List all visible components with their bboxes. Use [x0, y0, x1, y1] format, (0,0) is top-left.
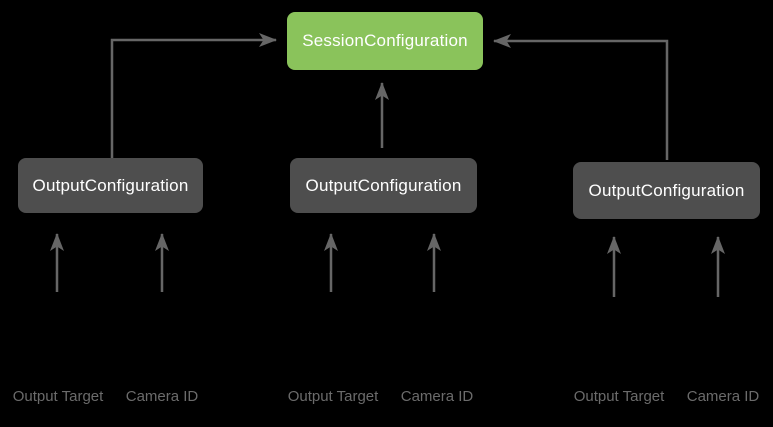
- camera-id-label-3: Camera ID: [686, 388, 760, 405]
- output-target-label-3: Output Target: [573, 388, 665, 405]
- output-configuration-node-2: OutputConfiguration: [290, 158, 477, 213]
- arrow-output3-to-session: [493, 34, 669, 160]
- arrow-output1-to-session: [110, 33, 277, 158]
- output-target-label-1: Output Target: [12, 388, 104, 405]
- output-target-label-2: Output Target: [287, 388, 379, 405]
- output-configuration-label: OutputConfiguration: [305, 175, 462, 195]
- output-configuration-node-1: OutputConfiguration: [18, 158, 203, 213]
- camera-id-label-2: Camera ID: [400, 388, 474, 405]
- output-configuration-node-3: OutputConfiguration: [573, 162, 760, 219]
- session-configuration-node: SessionConfiguration: [287, 12, 483, 70]
- camera-id-label-1: Camera ID: [125, 388, 199, 405]
- output-configuration-label: OutputConfiguration: [588, 180, 745, 200]
- session-configuration-label: SessionConfiguration: [302, 31, 468, 50]
- output-configuration-label: OutputConfiguration: [32, 175, 189, 195]
